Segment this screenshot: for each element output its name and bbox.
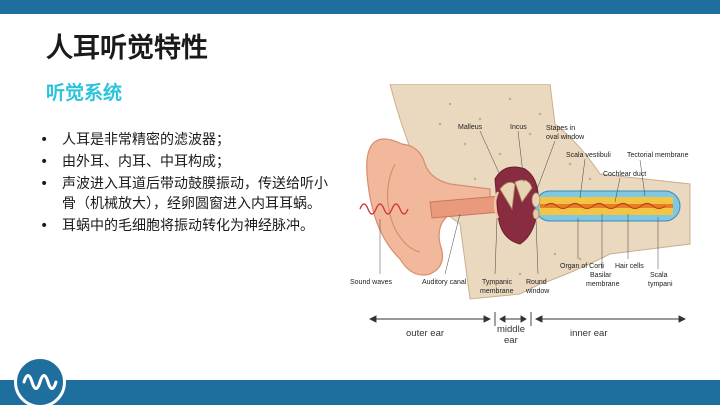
bullet-text: 声波进入耳道后带动鼓膜振动，传送给听小骨（机械放大），经卵圆窗进入内耳耳蜗。 <box>62 176 328 212</box>
ossicles-incus <box>514 179 533 203</box>
label-sound-waves: Sound waves <box>350 279 393 286</box>
leader-lines <box>379 130 659 275</box>
bullet-list: • 人耳是非常精密的滤波器； • 由外耳、内耳、中耳构成； • 声波进入耳道后带动鼓膜… <box>40 130 340 238</box>
label-tectorial-membrane: Tectorial membrane <box>627 152 689 159</box>
round-window <box>532 208 540 220</box>
section-subtitle: 听觉系统 <box>46 82 123 104</box>
bullet-item: • 人耳是非常精密的滤波器； <box>40 130 340 150</box>
waveform-logo-icon <box>14 356 66 408</box>
label-round-window-line1: Round <box>526 279 547 286</box>
bullet-item: • 声波进入耳道后带动鼓膜振动，传送给听小骨（机械放大），经卵圆窗进入内耳耳蜗。 <box>40 174 340 214</box>
label-round-window-line2: window <box>525 288 550 295</box>
label-basilar-line1: Basilar <box>590 272 612 279</box>
pinna-fold <box>386 163 421 253</box>
page-title: 人耳听觉特性 <box>46 33 208 64</box>
region-inner-ear: inner ear <box>570 328 608 339</box>
bullet-item: • 由外耳、内耳、中耳构成； <box>40 152 340 172</box>
bullet-text: 耳蜗中的毛细胞将振动转化为神经脉冲。 <box>62 218 314 234</box>
label-auditory-canal: Auditory canal <box>422 279 467 286</box>
label-stapes-line2: oval window <box>546 134 585 141</box>
label-scala-tympani-line2: tympani <box>648 281 673 288</box>
region-outer-ear: outer ear <box>406 328 444 339</box>
label-hair-cells: Hair cells <box>615 263 644 270</box>
label-scala-vestibuli: Scala vestibuli <box>566 152 611 159</box>
label-basilar-line2: membrane <box>586 281 620 288</box>
oval-window <box>531 192 541 208</box>
bullet-marker: • <box>40 132 49 148</box>
outer-ear-pinna <box>366 138 491 276</box>
label-incus: Incus <box>510 124 527 131</box>
ear-anatomy-diagram: Malleus Incus Stapes in oval window Scal… <box>350 84 691 346</box>
label-tympanic-line1: Tympanic <box>482 279 512 286</box>
label-stapes-line1: Stapes in <box>546 125 575 132</box>
bullet-marker: • <box>40 154 49 170</box>
bullet-text: 人耳是非常精密的滤波器； <box>62 132 230 148</box>
sound-wave-icon <box>359 203 409 215</box>
scala-vestibuli-band <box>540 197 673 204</box>
label-scala-tympani-line1: Scala <box>650 272 668 279</box>
region-middle-ear-line1: middle <box>497 324 525 335</box>
top-accent-bar <box>0 0 720 14</box>
region-arrows <box>368 312 687 326</box>
bullet-marker: • <box>40 218 49 234</box>
tympanic-membrane <box>493 191 500 219</box>
label-malleus: Malleus <box>458 124 483 131</box>
fluid-wave <box>544 202 666 210</box>
label-tympanic-line2: membrane <box>480 288 514 295</box>
bone-texture <box>438 97 592 286</box>
label-cochlear-duct: Cochlear duct <box>603 171 646 178</box>
ossicles-malleus <box>499 181 516 211</box>
region-middle-ear-line2: ear <box>504 335 518 346</box>
label-organ-of-corti: Organ of Corti <box>560 263 604 270</box>
bullet-item: • 耳蜗中的毛细胞将振动转化为神经脉冲。 <box>40 216 340 236</box>
scala-tympani-band <box>540 208 673 215</box>
bullet-text: 由外耳、内耳、中耳构成； <box>62 154 230 170</box>
bottom-accent-bar <box>0 380 720 405</box>
bullet-marker: • <box>40 176 49 192</box>
basilar-membrane-band <box>540 204 673 208</box>
